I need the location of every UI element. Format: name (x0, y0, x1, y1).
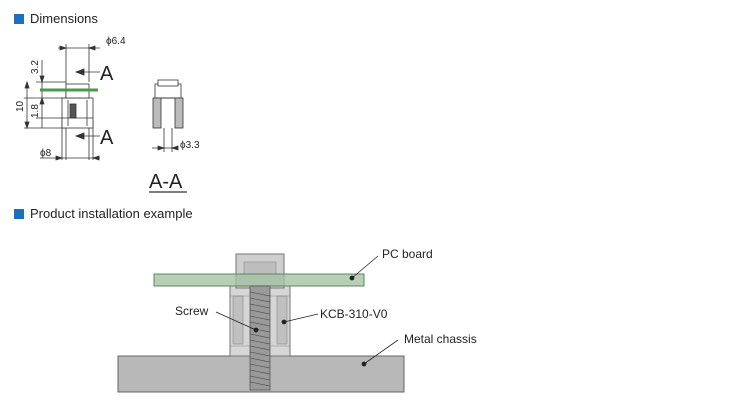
dim-dia-bottom: ϕ8 (40, 148, 52, 159)
label-part: KCB-310-V0 (320, 307, 388, 321)
dim-dia-hole: ϕ3.3 (180, 140, 200, 151)
spacer-rib-right (276, 295, 288, 345)
dimensions-heading: Dimensions (14, 11, 98, 26)
installation-title: Product installation example (30, 206, 193, 221)
pc-board (153, 273, 365, 287)
label-screw: Screw (175, 304, 209, 318)
spacer-cap-inner (243, 261, 277, 275)
front-view (24, 44, 100, 161)
section-view (152, 79, 184, 152)
dim-height-1-8: 1.8 (30, 104, 41, 118)
installation-heading: Product installation example (14, 206, 193, 221)
dim-height-3-2: 3.2 (30, 60, 41, 74)
installation-diagram (117, 253, 405, 393)
label-pc-board: PC board (382, 247, 433, 261)
section-marker-top: A (100, 63, 114, 85)
section-marker-icon (14, 13, 24, 24)
section-label: A-A (149, 171, 183, 193)
label-chassis: Metal chassis (404, 332, 477, 346)
dim-dia-top: ϕ6.4 (106, 36, 126, 47)
section-marker-icon (14, 208, 24, 219)
dim-height-10: 10 (15, 100, 26, 112)
section-marker-bottom: A (100, 127, 114, 149)
dimensions-title: Dimensions (30, 11, 98, 26)
